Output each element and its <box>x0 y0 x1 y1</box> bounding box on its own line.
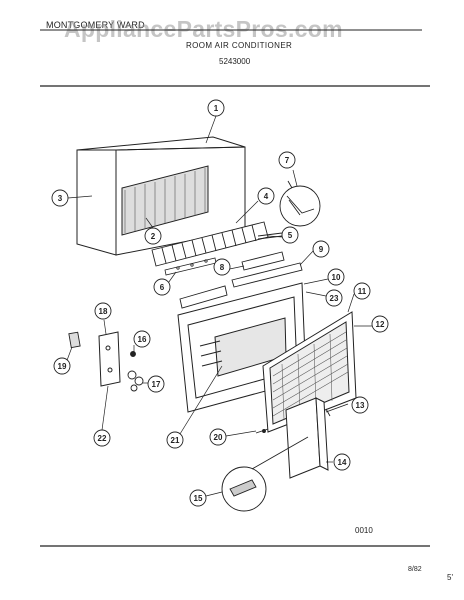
callout-4: 4 <box>264 192 269 201</box>
watermark: AppliancePartsPros.com <box>64 16 343 42</box>
callout-21: 21 <box>171 436 180 445</box>
switch-drawing <box>68 331 81 349</box>
callout-8: 8 <box>220 263 225 272</box>
corner-mark: 5' <box>447 573 453 582</box>
callout-11: 11 <box>358 287 367 296</box>
callout-22: 22 <box>98 434 107 443</box>
small-screw-drawing <box>255 428 269 434</box>
callout-10: 10 <box>332 273 341 282</box>
callout-7: 7 <box>285 156 290 165</box>
cabinet-grille <box>124 168 206 233</box>
callout-labels: 1 2 3 4 5 6 7 8 9 10 11 12 13 14 15 16 1… <box>58 104 385 503</box>
callout-18: 18 <box>99 307 108 316</box>
revision-date: 8/82 <box>408 566 422 573</box>
callout-5: 5 <box>288 231 293 240</box>
callout-9: 9 <box>319 245 324 254</box>
bracket-detail <box>279 180 321 227</box>
callout-3: 3 <box>58 194 63 203</box>
callout-circles <box>51 99 389 507</box>
diagram-title: ROOM AIR CONDITIONER <box>186 41 293 50</box>
rule-lines <box>40 29 430 547</box>
callout-13: 13 <box>356 401 365 410</box>
grille-panel-hatching <box>272 331 349 421</box>
callout-19: 19 <box>58 362 67 371</box>
screw-drawing <box>325 403 349 417</box>
callout-15: 15 <box>194 494 203 503</box>
model-number: 5243000 <box>219 57 251 66</box>
callout-16: 16 <box>138 335 147 344</box>
callout-14: 14 <box>338 458 347 467</box>
callout-23: 23 <box>330 294 339 303</box>
callout-1: 1 <box>214 104 219 113</box>
grille-panel-drawing <box>262 311 357 433</box>
knob-detail <box>221 436 309 512</box>
brand-label: MONTGOMERY WARD <box>46 20 145 30</box>
knobs-drawing <box>127 351 144 392</box>
control-panel-drawing <box>98 331 121 387</box>
callout-2: 2 <box>151 232 156 241</box>
callout-6: 6 <box>160 283 165 292</box>
callout-12: 12 <box>376 320 385 329</box>
louver-assembly-drawing <box>151 221 269 267</box>
callout-20: 20 <box>214 433 223 442</box>
callout-17: 17 <box>152 380 161 389</box>
duct-drawings <box>179 251 303 309</box>
diagram-code: 0010 <box>355 526 373 535</box>
leader-lines <box>65 115 372 497</box>
filter-drawing <box>285 397 329 479</box>
